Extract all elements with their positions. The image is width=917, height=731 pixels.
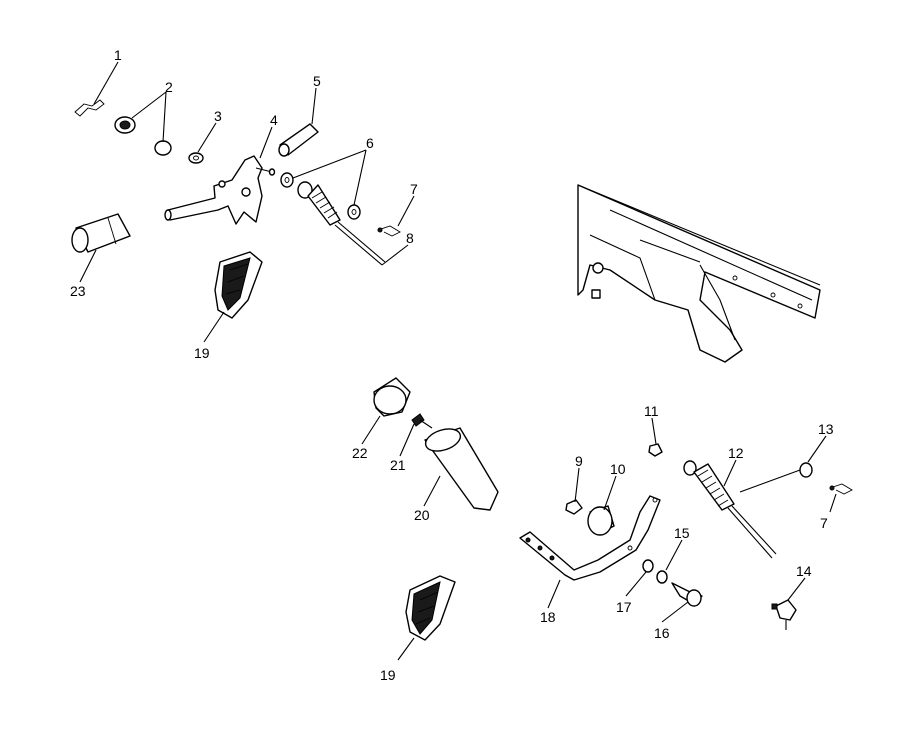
callout-19: 19 — [194, 345, 210, 361]
callout-7: 7 — [410, 181, 418, 197]
callout-23: 23 — [70, 283, 86, 299]
callout-17: 17 — [616, 599, 632, 615]
callout-22: 22 — [352, 445, 368, 461]
callout-20: 20 — [414, 507, 430, 523]
callout-4: 4 — [270, 112, 278, 128]
part-12-cable — [683, 460, 777, 559]
leader-lines — [79, 61, 837, 661]
callout-19: 19 — [380, 667, 396, 683]
part-19-pedal-pad — [214, 251, 263, 319]
part-19-pedal-pad — [405, 575, 456, 641]
part-16-bolt — [671, 582, 703, 607]
callout-6: 6 — [366, 135, 374, 151]
callout-11: 11 — [644, 403, 659, 419]
part-1-clip — [74, 99, 105, 117]
part-14-switch — [771, 599, 797, 630]
part-7-clip — [377, 225, 401, 237]
part-11-nut — [648, 443, 663, 457]
callout-13: 13 — [818, 421, 834, 437]
part-9-nut — [565, 499, 583, 515]
part-20-handle — [424, 427, 499, 511]
part-15-washer — [656, 570, 668, 584]
part-17-washer — [642, 559, 654, 573]
callout-14: 14 — [796, 563, 812, 579]
part-2-bushing — [114, 116, 172, 156]
part-18-pedal-arm — [519, 495, 661, 581]
frame-bracket — [577, 184, 821, 363]
callout-10: 10 — [610, 461, 626, 477]
part-13-washer — [799, 462, 813, 478]
callout-7: 7 — [820, 515, 828, 531]
callout-8: 8 — [406, 230, 414, 246]
callout-12: 12 — [728, 445, 744, 461]
part-10-spacer — [587, 505, 615, 536]
callout-21: 21 — [390, 457, 406, 473]
callout-1: 1 — [114, 47, 122, 63]
callout-2: 2 — [165, 79, 173, 95]
part-23-knob — [71, 213, 131, 253]
callout-16: 16 — [654, 625, 670, 641]
callout-3: 3 — [214, 108, 222, 124]
callout-15: 15 — [674, 525, 690, 541]
part-22-cap — [373, 377, 411, 417]
part-7-clip — [829, 483, 853, 495]
part-8-cable — [297, 181, 386, 266]
callout-18: 18 — [540, 609, 556, 625]
part-5-pin — [278, 123, 319, 157]
callout-5: 5 — [313, 73, 321, 89]
part-3-washer — [188, 152, 204, 164]
part-4-lever-arm — [164, 155, 276, 225]
part-6-washer — [280, 172, 361, 220]
callout-9: 9 — [575, 453, 583, 469]
part-21-screw — [411, 413, 433, 429]
callout-labels: 1 2 3 4 5 6 7 8 23 19 22 21 20 9 10 11 1… — [70, 47, 834, 683]
